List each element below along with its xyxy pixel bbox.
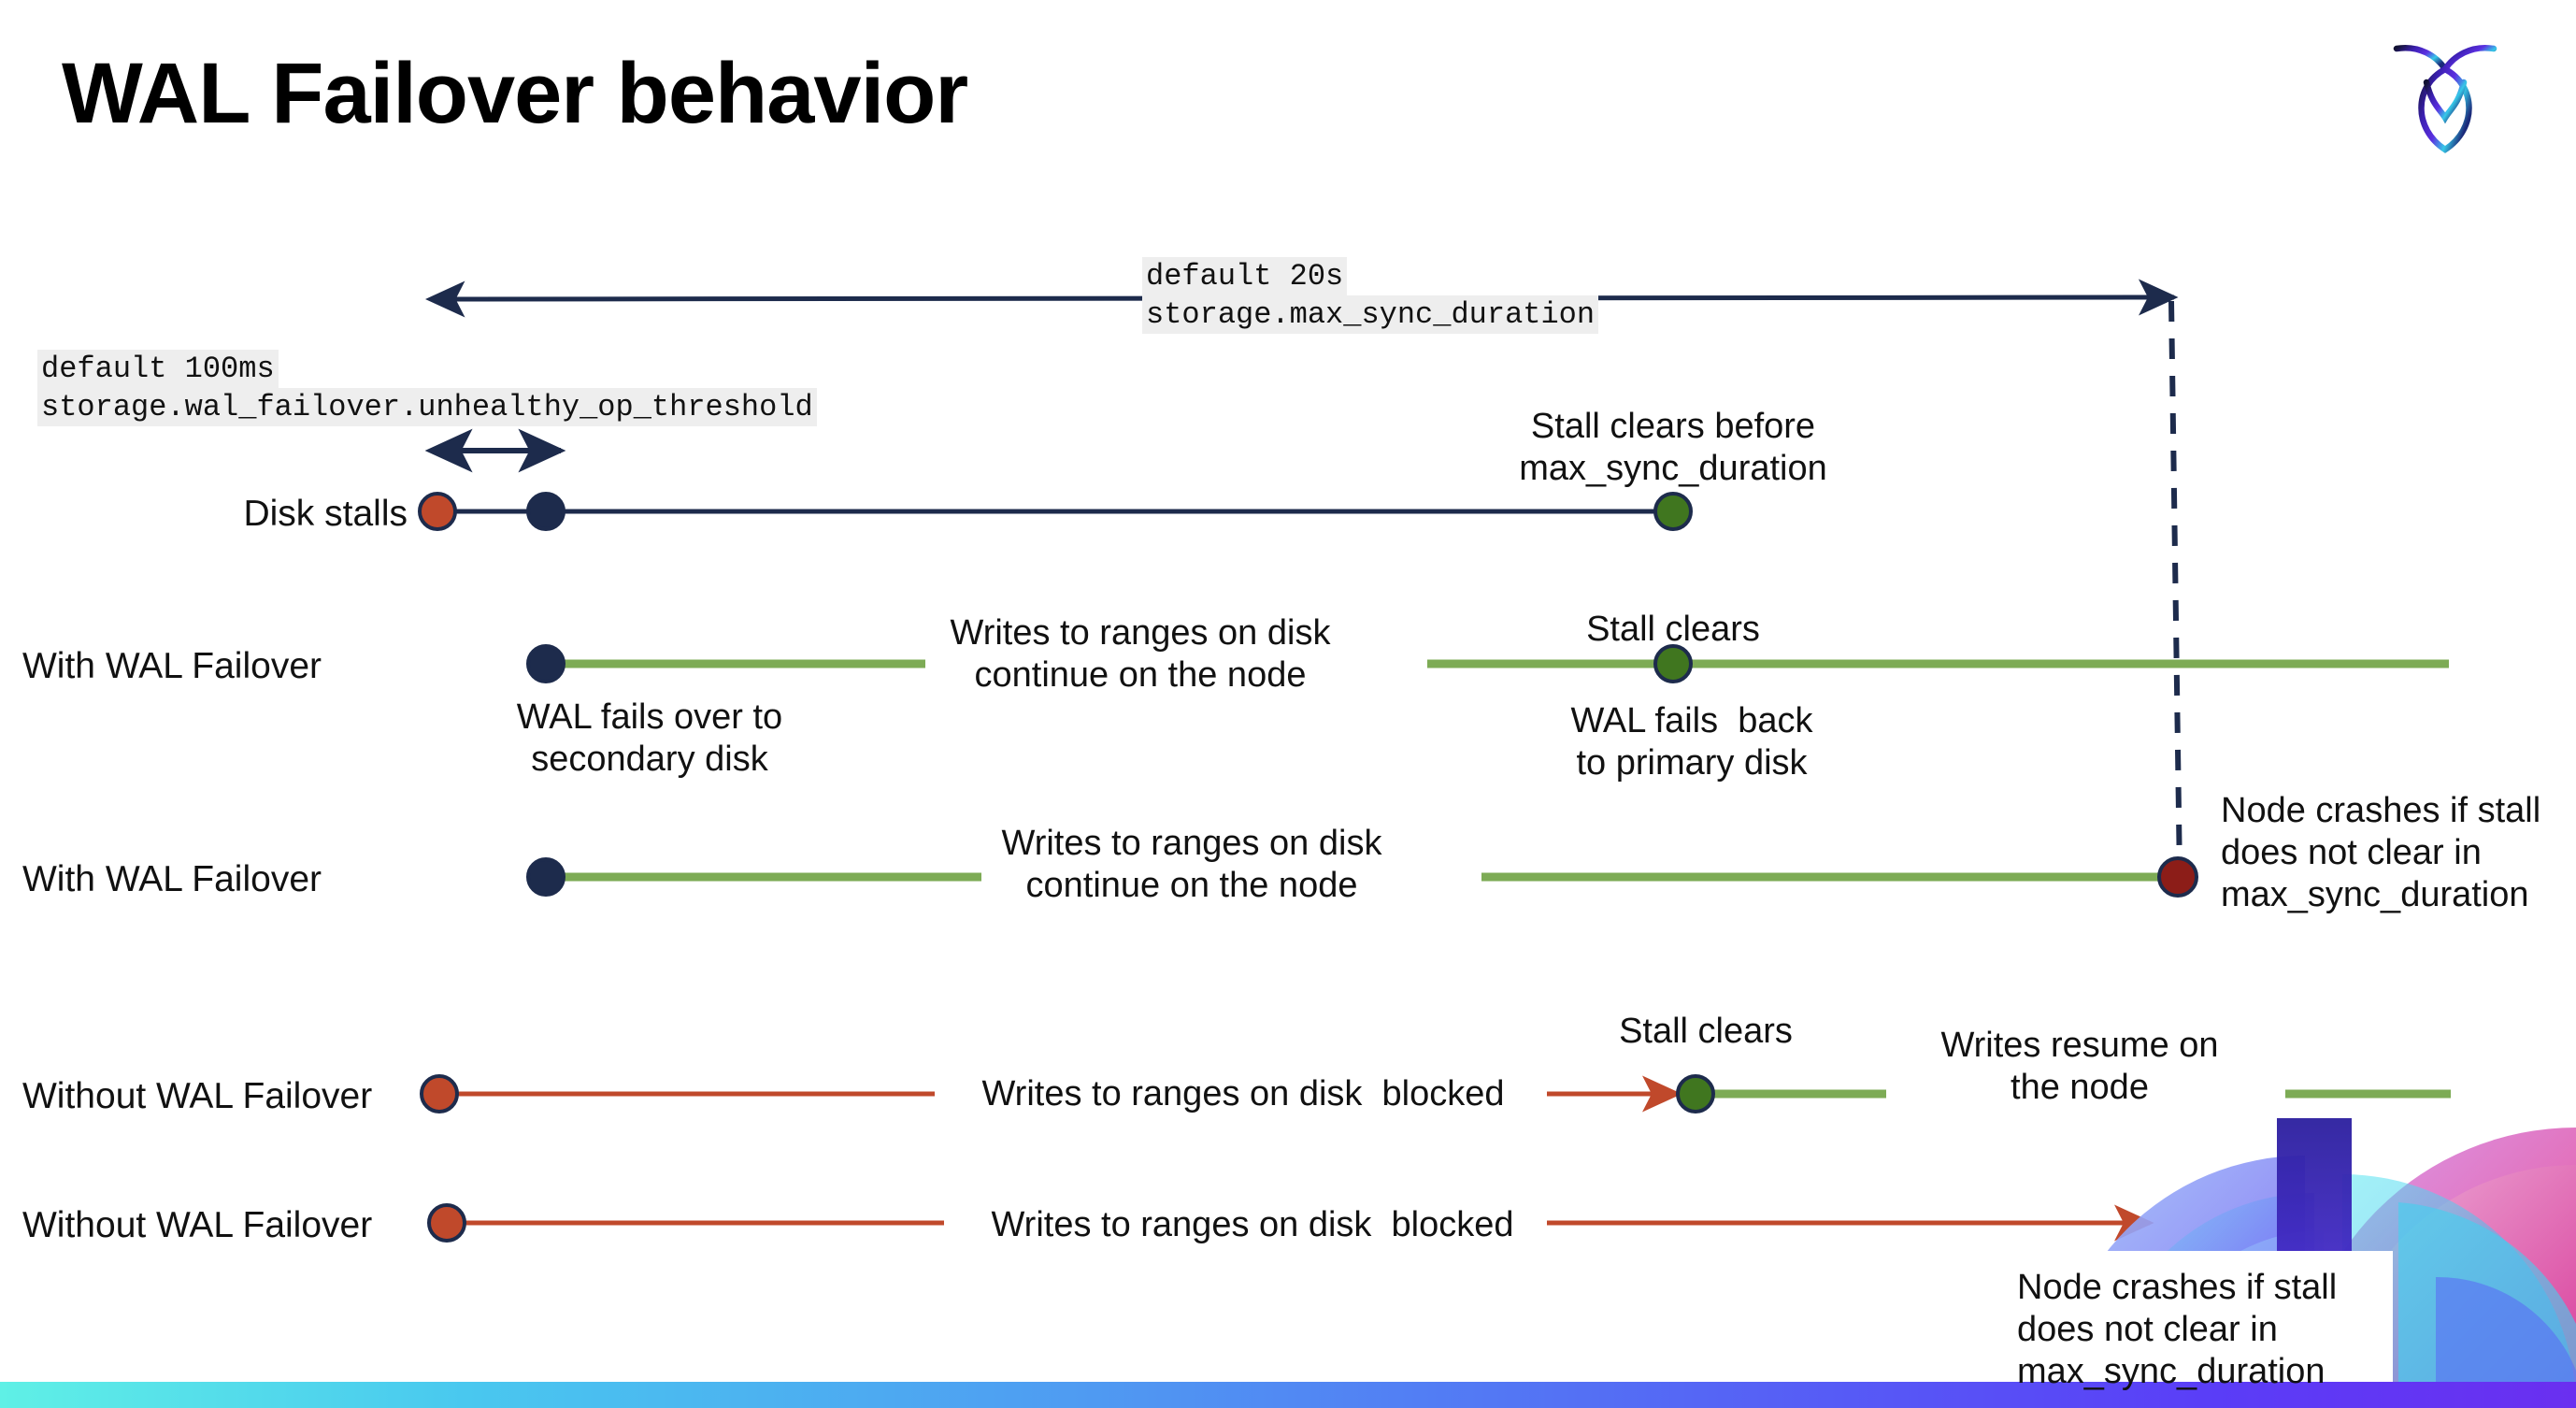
row-without-failover-1-track (420, 1074, 2451, 1113)
without-failover2-start-dot (427, 1203, 466, 1243)
annotation-writes-continue-2: Writes to ranges on disk continue on the… (1001, 824, 1382, 905)
max-sync-setting-name: storage.max_sync_duration (1142, 295, 1599, 334)
annotation-writes-resume: Writes resume on the node (1940, 1026, 2219, 1107)
without-failover-start-dot (420, 1074, 459, 1113)
unhealthy-op-setting-name: storage.wal_failover.unhealthy_op_thresh… (37, 388, 817, 426)
max-sync-default-text: default 20s (1142, 257, 1348, 295)
annotation-writes-blocked-1: Writes to ranges on disk blocked (981, 1074, 1505, 1113)
annotation-node-crashes-2: Node crashes if stall does not clear in … (2017, 1268, 2338, 1391)
without-failover-clear-dot (1676, 1074, 1715, 1113)
row-without-failover-2-track (427, 1203, 2154, 1243)
annotation-stall-clears-before-max-sync: Stall clears before max_sync_duration (1519, 407, 1827, 488)
annotation-wal-fails-back: WAL fails back to primary disk (1570, 701, 1813, 783)
wal-failover-start-dot (526, 644, 565, 683)
annotation-writes-continue-1: Writes to ranges on disk continue on the… (950, 613, 1331, 695)
unhealthy-op-default-text: default 100ms (37, 350, 279, 388)
wal-failover2-crash-dot (2157, 856, 2198, 898)
row-disk-stalls-track (418, 492, 1693, 531)
disk-stall-failover-dot (526, 492, 565, 531)
row-label-disk-stalls: Disk stalls (243, 494, 408, 534)
row-label-without-wal-failover-2: Without WAL Failover (22, 1205, 373, 1245)
annotation-stall-clears-1: Stall clears (1586, 610, 1760, 649)
annotation-writes-blocked-2: Writes to ranges on disk blocked (991, 1205, 1514, 1244)
wal-failover2-start-dot (526, 857, 565, 897)
page-title: WAL Failover behavior (62, 46, 968, 141)
annotation-node-crashes-1: Node crashes if stall does not clear in … (2221, 791, 2541, 914)
unhealthy-op-threshold-setting-label: default 100ms storage.wal_failover.unhea… (37, 350, 817, 426)
row-label-with-wal-failover-2: With WAL Failover (22, 859, 322, 899)
cockroachdb-logo-icon (2385, 28, 2505, 159)
annotation-wal-fails-over: WAL fails over to secondary disk (516, 697, 783, 779)
disk-stall-start-dot (418, 492, 457, 531)
row-with-failover-1-track (526, 644, 2449, 683)
annotation-stall-clears-2: Stall clears (1619, 1012, 1793, 1051)
row-with-failover-2-track (526, 856, 2198, 898)
bottom-gradient-bar (0, 1382, 2576, 1408)
row-label-without-wal-failover-1: Without WAL Failover (22, 1076, 373, 1116)
row-label-with-wal-failover-1: With WAL Failover (22, 646, 322, 686)
disk-stall-clear-dot (1653, 492, 1693, 531)
max-sync-duration-dashed-guide (2168, 300, 2182, 878)
max-sync-duration-setting-label: default 20s storage.max_sync_duration (1142, 257, 1599, 334)
wal-failover-clear-dot (1653, 644, 1693, 683)
